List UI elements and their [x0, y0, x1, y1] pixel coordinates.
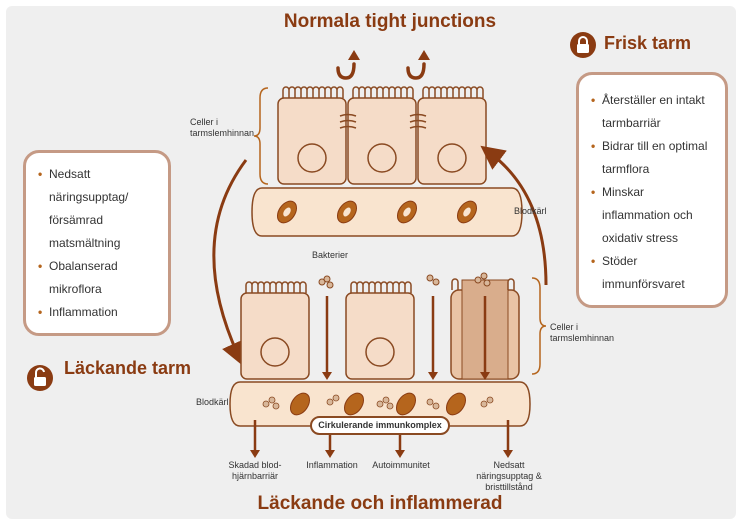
healthy-box: Återställer en intakt tarmbarriär Bidrar… — [576, 72, 728, 308]
vessel-top-label: Blodkärl — [514, 206, 547, 216]
background-panel — [6, 6, 736, 519]
bacteria-arrows — [325, 296, 487, 372]
leaky-item: Nedsatt näringsupptag/ försämrad matsmäl… — [38, 163, 158, 255]
open-lock-icon — [27, 365, 53, 391]
bacteria-label: Bakterier — [312, 250, 349, 260]
bottom-title: Läckande och inflammerad — [257, 493, 503, 514]
left-curved-arrow — [212, 159, 248, 366]
bottom-cell-1 — [240, 292, 310, 380]
bottom-vessel — [229, 381, 531, 427]
outcome-brain-barrier: Skadad blod-hjärnbarriär — [228, 460, 282, 481]
leaky-item: Obalanserad mikroflora — [38, 255, 158, 301]
leaky-box: Nedsatt näringsupptag/ försämrad matsmäl… — [23, 150, 171, 336]
top-cell-1 — [277, 97, 347, 185]
bottom-bracket — [531, 277, 547, 375]
outcome-inflammation: Inflammation — [306, 460, 358, 470]
cells-bottom-label: Celler i tarmslemhinnan — [550, 322, 615, 343]
unlock-icon — [570, 32, 596, 58]
cells-top-label: Celler i tarmslemhinnan — [190, 117, 255, 138]
right-curved-arrow — [480, 145, 548, 286]
bottom-microvilli — [245, 278, 515, 293]
healthy-item: Bidrar till en optimal tarmflora — [591, 135, 715, 181]
top-cell-3 — [417, 97, 487, 185]
outcome-autoimmunity: Autoimmunitet — [372, 460, 430, 470]
bottom-cell-2 — [345, 292, 415, 380]
vessel-bottom-label: Blodkärl — [196, 397, 229, 407]
top-cell-2 — [347, 97, 417, 185]
top-nucleus-1 — [297, 143, 327, 173]
bottom-nucleus-2 — [365, 337, 395, 367]
top-bracket — [253, 87, 269, 185]
healthy-item: Minskar inflammation och oxidativ stress — [591, 181, 715, 250]
healthy-item: Återställer en intakt tarmbarriär — [591, 89, 715, 135]
bacteria-dots — [318, 272, 491, 289]
top-nucleus-2 — [367, 143, 397, 173]
top-microvilli — [282, 86, 484, 129]
top-nucleus-3 — [437, 143, 467, 173]
healthy-title: Frisk tarm — [604, 33, 692, 53]
top-title: Normala tight junctions — [283, 11, 497, 32]
top-cells — [277, 97, 487, 185]
outcome-nutrient-deficiency: Nedsatt näringsupptag & bristtillstånd — [476, 460, 542, 492]
leaky-item: Inflammation — [38, 301, 158, 324]
healthy-item: Stöder immunförsvaret — [591, 250, 715, 296]
bottom-nucleus-1 — [260, 337, 290, 367]
top-up-arrows — [336, 62, 426, 80]
leaky-title: Läckande tarm — [64, 358, 192, 378]
immune-complex-label: Cirkulerande immunkomplex — [310, 416, 450, 435]
top-vessel — [251, 187, 523, 237]
